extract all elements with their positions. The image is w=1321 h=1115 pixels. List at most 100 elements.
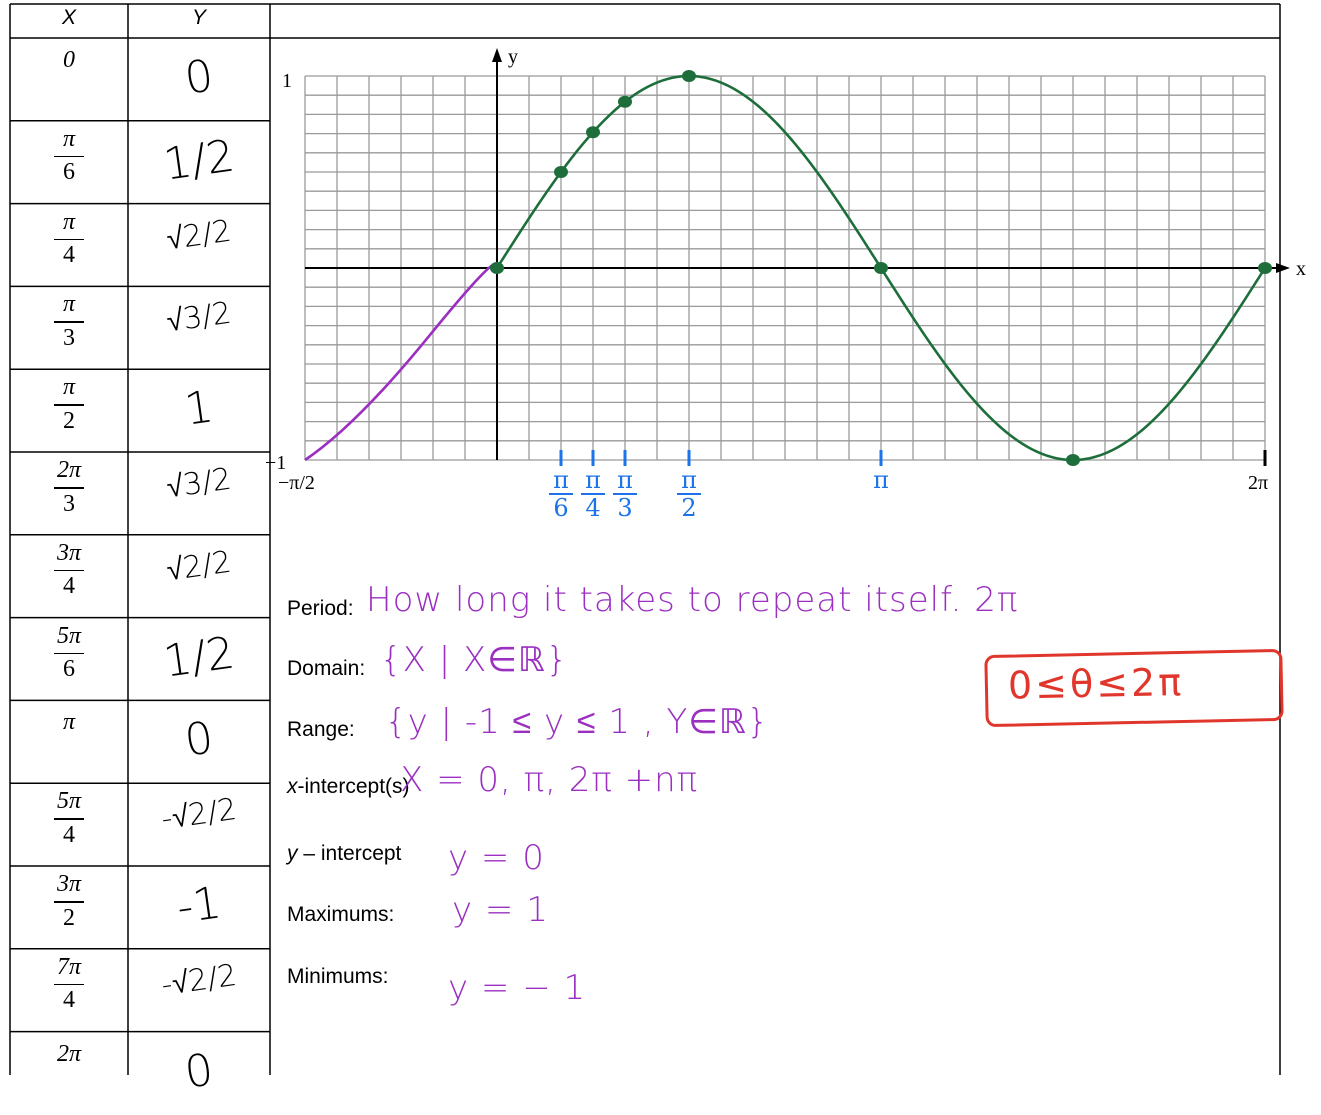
y-max-label: 1 xyxy=(282,70,292,92)
y-value: -1 xyxy=(173,877,225,934)
x-numerator: 0 xyxy=(63,47,75,73)
table-cell-y: 0 xyxy=(130,1032,268,1115)
x-intercept-label-italic: x xyxy=(287,775,298,798)
x-denominator: 4 xyxy=(63,573,75,600)
table-cell-x: 2π xyxy=(10,1040,128,1068)
worksheet-frame xyxy=(9,3,1281,1075)
y-value: 0 xyxy=(181,712,217,768)
tick-label-numerator: π xyxy=(617,466,633,494)
x-numerator: π xyxy=(62,709,76,736)
fraction-bar xyxy=(54,983,84,986)
y-intercept-label: y – intercept xyxy=(287,842,401,866)
data-point xyxy=(682,70,696,82)
table-cell-x: 0 xyxy=(10,46,128,74)
table-cell-y: -√2/2 xyxy=(130,783,268,866)
boxed-note-text: 0≤θ≤2π xyxy=(1007,659,1185,708)
graph-axes xyxy=(305,48,1290,460)
data-point xyxy=(874,262,888,274)
tick-label-numerator: π xyxy=(553,466,569,494)
y-intercept-label-rest: – intercept xyxy=(297,842,402,865)
graph-points xyxy=(490,70,1272,466)
x-numerator: 2π xyxy=(56,1040,82,1067)
x-numerator: 3π xyxy=(56,871,82,897)
tick-label-bar xyxy=(580,493,605,495)
minimums-value: y = − 1 xyxy=(448,968,587,1008)
x-numerator: 2π xyxy=(56,457,82,483)
x-intercept-label-rest: -intercept(s) xyxy=(297,775,410,798)
y-value: -√2/2 xyxy=(159,792,239,838)
tick-label-denominator: 6 xyxy=(553,494,569,522)
x-numerator: π xyxy=(62,291,76,318)
period-label: Period: xyxy=(287,597,354,620)
x-denominator: 4 xyxy=(63,821,75,848)
fraction-bar xyxy=(54,818,84,820)
tick-label-denominator: 2 xyxy=(681,494,697,522)
tick-label-bar xyxy=(676,493,701,495)
x-denominator: 6 xyxy=(63,159,75,186)
table-cell-y: 0 xyxy=(130,700,268,783)
data-point xyxy=(1066,454,1080,466)
y-value: 0 xyxy=(181,1043,217,1099)
fraction-bar xyxy=(54,238,84,241)
x-denominator: 6 xyxy=(63,656,75,683)
y-intercept-value: y = 0 xyxy=(448,838,545,878)
x-denominator: 4 xyxy=(63,987,75,1014)
y-value: -√2/2 xyxy=(159,957,239,1003)
x-denominator: 2 xyxy=(63,407,75,434)
table-cell-y: 1/2 xyxy=(130,618,268,701)
y-intercept-label-italic: y xyxy=(287,842,298,865)
fraction-bar xyxy=(54,321,84,323)
data-point xyxy=(490,262,504,274)
fraction-bar xyxy=(54,404,84,406)
x-numerator: 7π xyxy=(56,953,82,980)
y-axis-label: y xyxy=(508,46,518,68)
x-axis-label: x xyxy=(1296,258,1306,280)
x-numerator: π xyxy=(62,125,76,152)
tick-label-bar xyxy=(548,493,573,495)
table-cell-y: -√2/2 xyxy=(130,949,268,1032)
handwritten-tick-marks xyxy=(559,450,1267,466)
fraction-bar xyxy=(54,652,84,655)
period-value: How long it takes to repeat itself. 2π xyxy=(366,580,1019,620)
x-axis-arrow xyxy=(1276,263,1290,273)
tick-label-denominator: 4 xyxy=(585,494,601,522)
x-max-label: 2π xyxy=(1248,472,1269,494)
table-cell-x: π xyxy=(10,708,128,736)
tick-label-numerator: π xyxy=(681,466,697,494)
fraction-bar xyxy=(54,487,84,489)
range-value: {y | -1 ≤ y ≤ 1 , Y∈ℝ} xyxy=(385,702,770,742)
table-cell-y: -1 xyxy=(130,866,268,949)
x-denominator: 2 xyxy=(63,904,75,931)
data-point xyxy=(618,95,632,108)
x-numerator: 5π xyxy=(56,788,82,815)
x-denominator: 3 xyxy=(63,324,75,351)
maximums-value: y = 1 xyxy=(452,890,549,930)
fraction-bar xyxy=(54,569,84,572)
tick-label-denominator: 3 xyxy=(617,494,633,522)
x-min-label: −π/2 xyxy=(278,472,315,494)
domain-label: Domain: xyxy=(287,657,366,680)
tick-label-numerator: π xyxy=(873,466,889,494)
tick-label-numerator: π xyxy=(585,466,601,494)
x-denominator: 4 xyxy=(63,242,75,269)
y-value: 1/2 xyxy=(160,626,238,688)
maximums-label: Maximums: xyxy=(287,903,395,926)
data-point xyxy=(1258,262,1272,274)
x-numerator: π xyxy=(62,208,76,235)
table-header-y: Y xyxy=(191,6,206,29)
x-intercept-value: X = 0, π, 2π +nπ xyxy=(400,760,699,800)
x-denominator: 3 xyxy=(63,490,75,517)
minimums-label: Minimums: xyxy=(287,965,389,988)
